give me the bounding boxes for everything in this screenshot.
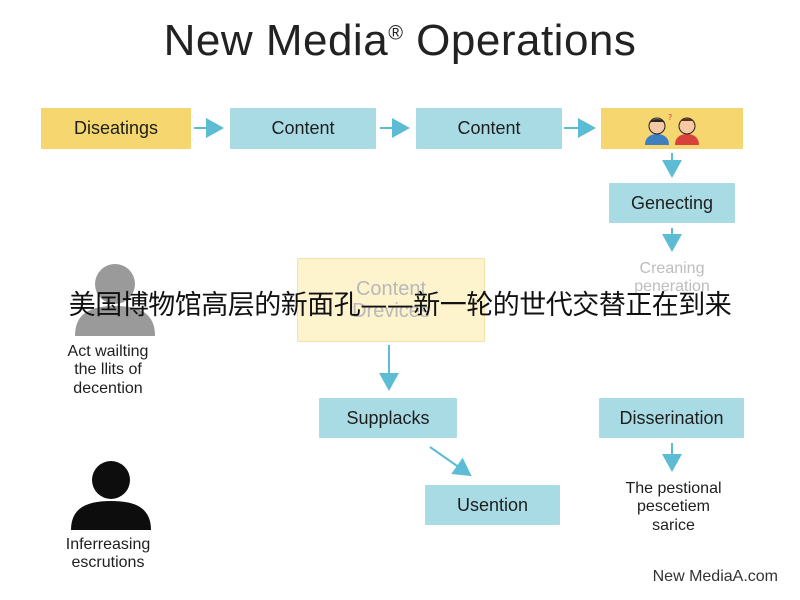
caption-creaning-line1: Creaning — [639, 260, 705, 277]
box-disserination: Disserination — [599, 398, 744, 438]
caption-pestional-line2: pescetiem — [637, 498, 710, 516]
box-genecting-label: Genecting — [630, 192, 714, 213]
box-content-1-label: Content — [271, 118, 335, 138]
caption-person1-line1: Act wailting — [67, 343, 149, 360]
box-content-2: Content — [416, 108, 562, 149]
overlay-banner: 美国博物馆高层的新面孔——新一轮的世代交替正在到来 — [68, 290, 732, 321]
box-disserination-label: Disserination — [619, 407, 724, 428]
title-suffix: Operations — [403, 16, 637, 65]
box-content-devices-line1: Content — [355, 278, 427, 300]
caption-creaning: Creaning peneration — [612, 260, 732, 297]
caption-person2: Inferreasing escrutions — [33, 536, 183, 573]
arrow-supplacks-usention — [429, 446, 472, 477]
box-diseatings: Diseatings — [41, 108, 191, 149]
caption-person1: Act wailting the llits of decention — [38, 343, 178, 398]
page-title: New Media® Operations — [0, 16, 800, 66]
caption-pestional-line3: sarice — [652, 516, 695, 534]
footer-site[interactable]: New MediaA.com — [652, 568, 778, 585]
caption-person1-line2: the llits of — [74, 361, 142, 379]
two-people-icon: ? — [645, 113, 699, 145]
caption-person1-line3: decention — [73, 379, 143, 397]
box-usention-label: Usention — [456, 494, 529, 515]
title-main: New Media — [163, 16, 389, 65]
box-usention: Usention — [425, 485, 560, 525]
box-content-devices: Content Drevices — [297, 258, 485, 342]
caption-pestional: The pestional pescetiem sarice — [596, 480, 751, 535]
box-supplacks: Supplacks — [319, 398, 457, 438]
black-person-icon — [71, 461, 151, 530]
box-content-2-label: Content — [457, 118, 521, 138]
svg-text:?: ? — [668, 113, 672, 122]
box-diseatings-label: Diseatings — [73, 118, 159, 138]
caption-person2-line2: escrutions — [71, 554, 145, 572]
caption-creaning-line2: peneration — [634, 278, 710, 296]
box-content-devices-line2: Drevices — [352, 300, 430, 322]
box-genecting: Genecting — [609, 183, 735, 223]
caption-person2-line1: Inferreasing — [65, 536, 151, 553]
box-supplacks-label: Supplacks — [346, 407, 430, 428]
box-content-1: Content — [230, 108, 376, 149]
box-people: ? — [601, 108, 743, 149]
registered-mark: ® — [388, 22, 404, 45]
gray-person-icon — [75, 264, 155, 336]
caption-pestional-line1: The pestional — [625, 480, 722, 497]
